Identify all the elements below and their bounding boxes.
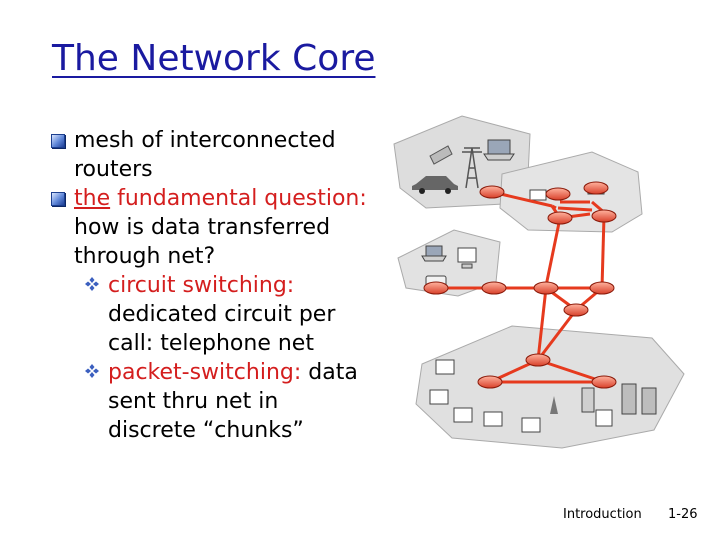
access-point-icon [550, 396, 558, 414]
bullet-list: mesh of interconnected routers the funda… [50, 126, 380, 445]
network-core-diagram [393, 115, 685, 449]
subbullet-packet-rest: data [301, 360, 358, 385]
bullet-mesh-line1: mesh of interconnected [74, 128, 336, 153]
routers [423, 181, 617, 389]
router-icon [583, 181, 609, 195]
car-icon [412, 176, 458, 194]
router-icon [591, 375, 617, 389]
subbullet-packet-line3: discrete “chunks” [108, 418, 304, 443]
subbullet-packet: packet-switching: data [50, 358, 380, 387]
subbullet-circuit: circuit switching: [50, 271, 380, 300]
page-number: 1-26 [668, 507, 698, 522]
footer-section: Introduction [563, 507, 642, 522]
square-bullet-icon [51, 192, 65, 206]
router-icon [481, 281, 507, 295]
subbullet-circuit-line3: call: telephone net [108, 331, 314, 356]
enterprise-network-cloud [415, 325, 685, 449]
router-icon [591, 209, 617, 223]
router-icon [533, 281, 559, 295]
wireless-laptop-icon [421, 245, 447, 262]
laptop-icon [483, 139, 515, 161]
router-icon [477, 375, 503, 389]
bullet-question-rest: fundamental question: [110, 186, 367, 211]
subbullet-packet-line2: sent thru net in [108, 389, 279, 414]
cellphone-icon [429, 145, 453, 165]
router-icon [547, 211, 573, 225]
subbullet-packet-label: packet-switching: [108, 360, 302, 385]
router-icon [423, 281, 449, 295]
diamond-bullet-icon [85, 277, 99, 291]
bullet-question-emph: the [74, 186, 111, 211]
cell-tower-icon [462, 147, 482, 189]
bullet-question-line2: how is data transferred [74, 215, 331, 240]
bullet-question: the fundamental question: [50, 184, 380, 213]
bullet-question-line3: through net? [74, 244, 216, 269]
router-icon [525, 353, 551, 367]
home-pc-icon [457, 247, 477, 269]
router-icon [545, 187, 571, 201]
bullet-mesh: mesh of interconnected [50, 126, 380, 155]
square-bullet-icon [51, 134, 65, 148]
bullet-mesh-line2: routers [74, 157, 153, 182]
server-rack-icon [581, 383, 657, 415]
slide-title: The Network Core [52, 38, 376, 79]
enterprise-pc-icons [429, 359, 613, 433]
subbullet-circuit-label: circuit switching: [108, 273, 295, 298]
subbullet-circuit-line2: dedicated circuit per [108, 302, 336, 327]
router-icon [589, 281, 615, 295]
router-icon [479, 185, 505, 199]
router-icon [563, 303, 589, 317]
diamond-bullet-icon [85, 364, 99, 378]
